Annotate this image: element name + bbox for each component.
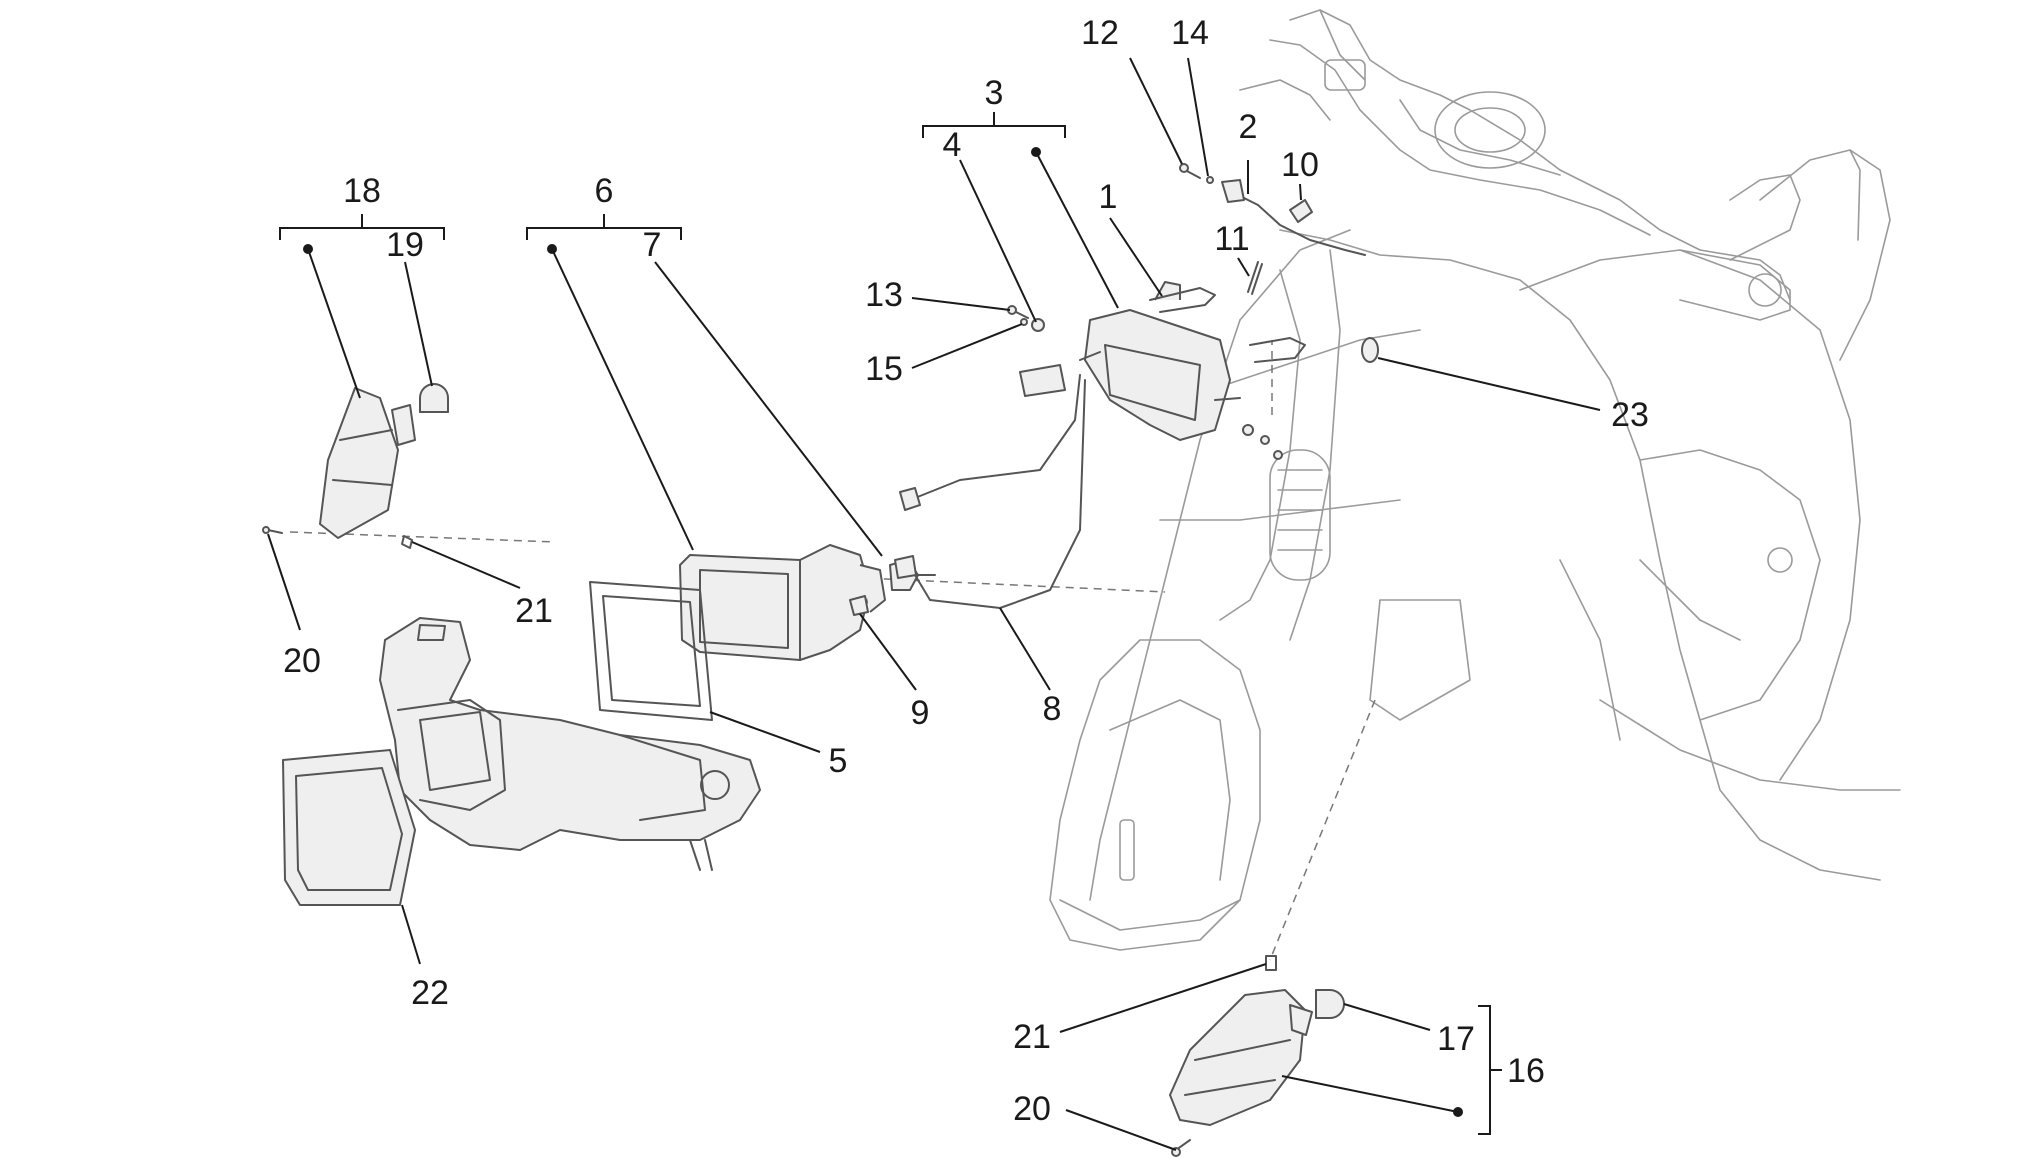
clip-21-right xyxy=(1265,955,1277,971)
callout-15: 15 xyxy=(865,350,903,388)
callout-14: 14 xyxy=(1171,14,1209,52)
callout-1: 1 xyxy=(1099,178,1118,216)
callout-22: 22 xyxy=(411,974,449,1012)
callout-17: 17 xyxy=(1437,1020,1475,1058)
callout-21-left: 21 xyxy=(515,592,553,630)
bracket-1 xyxy=(1149,287,1216,313)
left-bulb-19 xyxy=(419,383,449,413)
callout-12: 12 xyxy=(1081,14,1119,52)
callout-6: 6 xyxy=(595,172,614,210)
callout-4: 4 xyxy=(943,126,962,164)
callout-3: 3 xyxy=(985,74,1004,112)
scooter-body-outline xyxy=(1049,9,1901,951)
washer-4 xyxy=(1031,318,1045,332)
screw-20-left xyxy=(262,526,283,534)
callout-9: 9 xyxy=(911,694,930,732)
callout-10: 10 xyxy=(1281,146,1319,184)
headlight-gasket-5 xyxy=(589,581,713,721)
pin-11 xyxy=(1247,261,1263,295)
callout-2: 2 xyxy=(1239,108,1258,146)
callout-7: 7 xyxy=(643,226,662,264)
callout-20-right: 20 xyxy=(1013,1090,1051,1128)
connector-10 xyxy=(1289,199,1313,223)
clip-21-left xyxy=(401,535,413,549)
callout-5: 5 xyxy=(829,742,848,780)
screw-13 xyxy=(1007,305,1029,319)
washer-15 xyxy=(1020,318,1028,326)
callout-21-right: 21 xyxy=(1013,1018,1051,1056)
horn-grill-22 xyxy=(282,749,416,906)
headlight-unit xyxy=(679,544,886,661)
callout-18: 18 xyxy=(343,172,381,210)
callout-20-left: 20 xyxy=(283,642,321,680)
callout-23: 23 xyxy=(1611,396,1649,434)
callout-11: 11 xyxy=(1214,220,1249,258)
callout-13: 13 xyxy=(865,276,903,314)
callout-8: 8 xyxy=(1043,690,1062,728)
grommet-23 xyxy=(1361,337,1379,363)
washer-14 xyxy=(1206,176,1214,184)
callout-19: 19 xyxy=(386,226,424,264)
screw-20-right xyxy=(1171,1139,1191,1157)
right-turn-indicator xyxy=(1169,989,1313,1126)
screw-12 xyxy=(1179,163,1201,179)
right-bulb-17 xyxy=(1315,989,1345,1019)
wiring-harness-8 xyxy=(894,364,1086,609)
right-bracket-hardware xyxy=(1242,337,1306,460)
top-bracket-2 xyxy=(1221,179,1366,256)
left-turn-indicator xyxy=(319,387,416,539)
leader-lines xyxy=(267,57,1601,1151)
headlight-bracket xyxy=(1079,281,1241,441)
callout-16: 16 xyxy=(1507,1052,1545,1090)
callout-labels: 18 19 6 7 3 4 1 12 14 2 10 11 13 15 23 2… xyxy=(283,14,1649,1128)
horn-cover xyxy=(379,617,761,871)
bulb-9 xyxy=(849,595,869,616)
